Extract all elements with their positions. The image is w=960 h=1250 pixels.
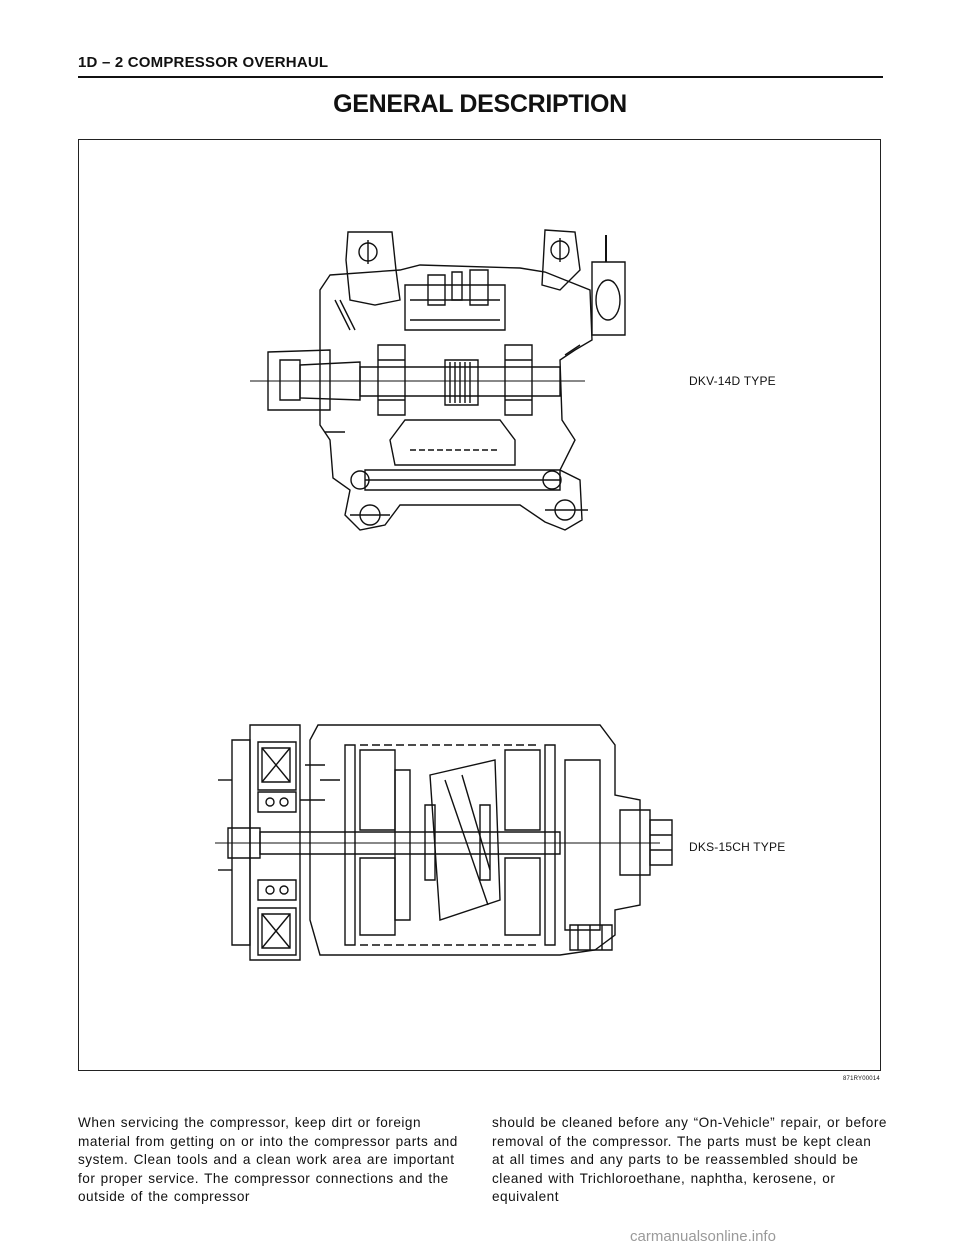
dkv-14d-drawing (250, 229, 626, 531)
body-text-right: should be cleaned before any “On-Vehicle… (492, 1115, 887, 1205)
page-title: GENERAL DESCRIPTION (333, 90, 627, 118)
header-text: 1D – 2 COMPRESSOR OVERHAUL (78, 54, 329, 71)
header-rule (78, 76, 883, 78)
dkv-14d-label: DKV-14D TYPE (689, 374, 776, 388)
dks-15ch-drawing (215, 724, 673, 961)
dks-15ch-label: DKS-15CH TYPE (689, 840, 786, 854)
page-header: 1D – 2 COMPRESSOR OVERHAUL (78, 54, 883, 78)
figure-frame (78, 139, 881, 1071)
figure-code: 871RY00014 (843, 1076, 880, 1082)
body-text-left: When servicing the compressor, keep dirt… (78, 1115, 458, 1205)
watermark: carmanualsonline.info (630, 1228, 776, 1245)
